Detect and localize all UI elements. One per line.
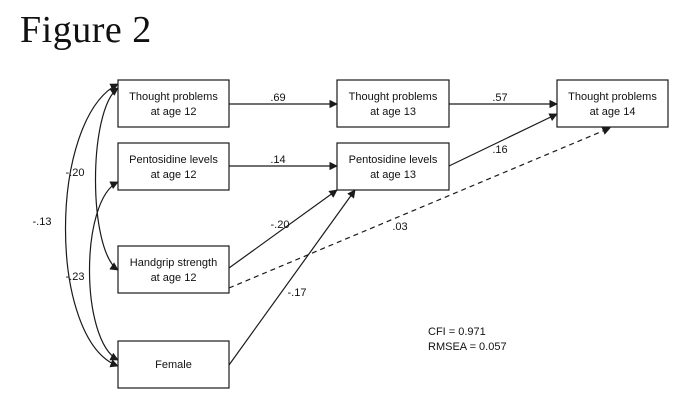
node-label-line1: Pentosidine levels <box>349 154 438 166</box>
node-thought-problems-13: Thought problems at age 13 <box>336 79 450 128</box>
coef-pent13-tp14: .16 <box>492 144 507 156</box>
node-label-line2: at age 13 <box>370 169 416 181</box>
node-label-line1: Pentosidine levels <box>129 154 218 166</box>
node-label-line2: at age 12 <box>151 169 197 181</box>
node-label-line1: Thought problems <box>129 91 218 103</box>
coef-tp12-tp13: .69 <box>270 92 285 104</box>
coef-cov-tp12-female: -.13 <box>33 216 52 228</box>
figure-title: Figure 2 <box>20 9 152 51</box>
path-hand12-tp14 <box>228 127 611 289</box>
node-label-line1: Thought problems <box>349 91 438 103</box>
node-label-line1: Handgrip strength <box>130 257 217 269</box>
node-pentosidine-13: Pentosidine levels at age 13 <box>336 142 450 191</box>
coef-hand12-tp14: .03 <box>392 221 407 233</box>
covariance-pent12-female <box>89 181 119 361</box>
coef-hand12-pent13: -.20 <box>271 219 290 231</box>
coef-female-pent13: -.17 <box>288 287 307 299</box>
coef-tp13-tp14: .57 <box>492 92 507 104</box>
node-label-line2: at age 14 <box>590 106 636 118</box>
node-label-line1: Female <box>155 359 192 371</box>
fit-rmsea: RMSEA = 0.057 <box>428 341 507 353</box>
node-label-line1: Thought problems <box>568 91 657 103</box>
path-hand12-pent13 <box>228 189 338 269</box>
covariance-tp12-female <box>64 83 119 368</box>
node-pentosidine-12: Pentosidine levels at age 12 <box>117 142 230 191</box>
path-pent13-tp14 <box>448 113 558 167</box>
covariance-tp12-hand12 <box>95 87 119 271</box>
coef-cov-pent12-female: -.23 <box>66 271 85 283</box>
fit-cfi: CFI = 0.971 <box>428 326 486 338</box>
node-thought-problems-14: Thought problems at age 14 <box>556 79 669 128</box>
coef-pent12-pent13: .14 <box>270 154 285 166</box>
node-label-line2: at age 12 <box>151 106 197 118</box>
coef-cov-tp12-hand12: -.20 <box>66 167 85 179</box>
node-thought-problems-12: Thought problems at age 12 <box>117 79 230 128</box>
node-label-line2: at age 12 <box>151 272 197 284</box>
node-female: Female <box>117 340 230 389</box>
node-handgrip-12: Handgrip strength at age 12 <box>117 245 230 294</box>
path-female-pent13 <box>228 189 356 366</box>
node-label-line2: at age 13 <box>370 106 416 118</box>
